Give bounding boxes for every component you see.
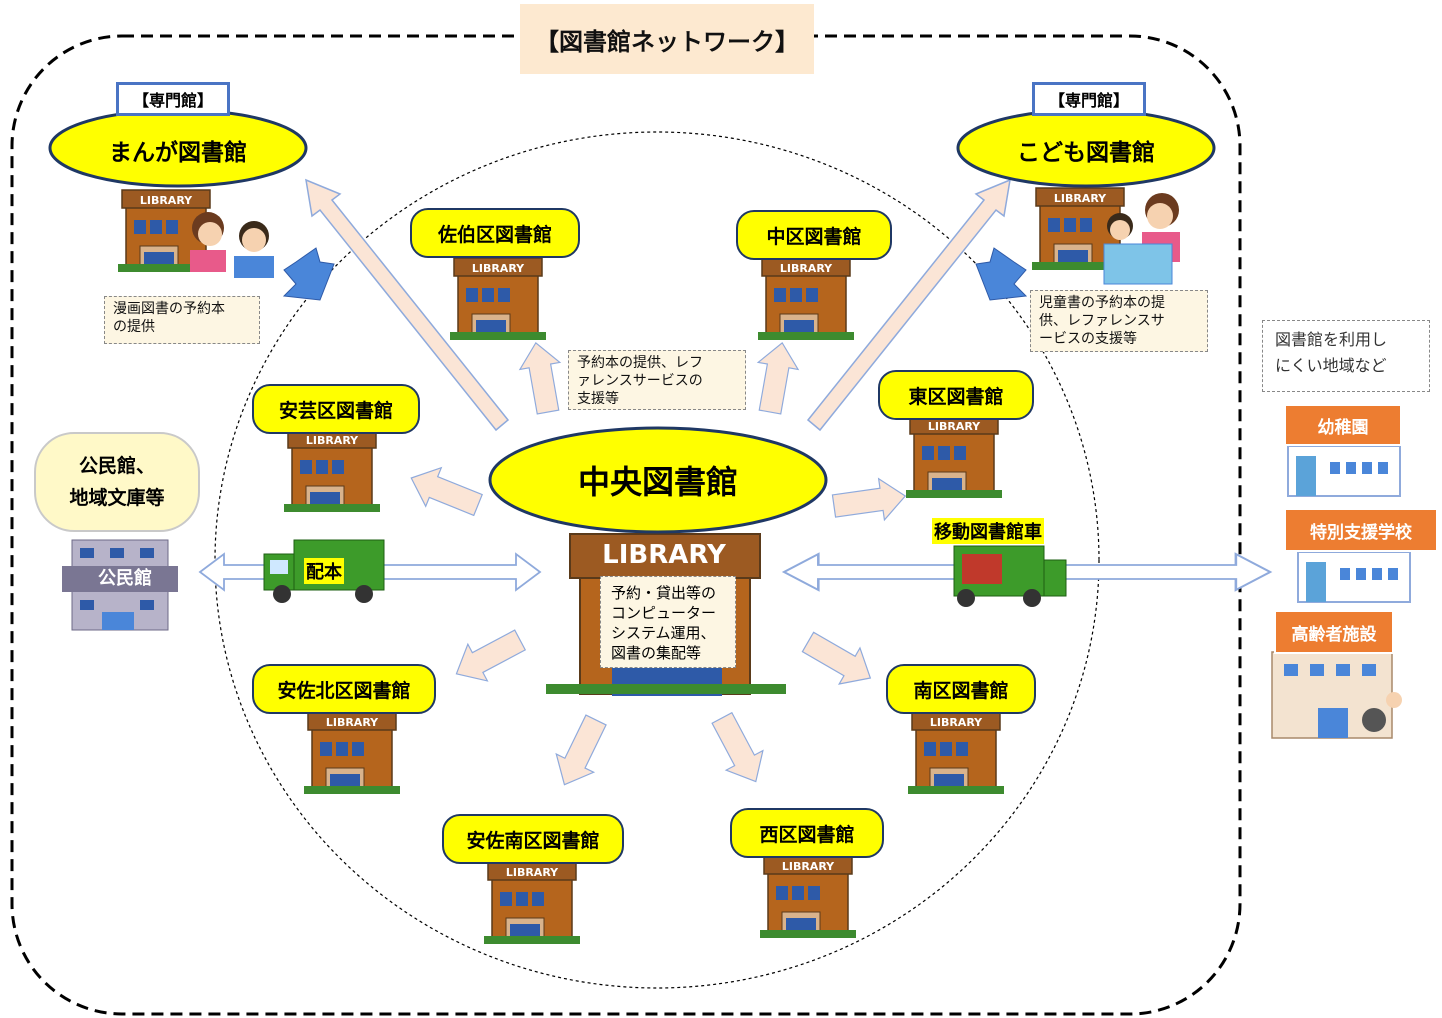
mobile-library-label: 移動図書館車 xyxy=(932,518,1044,544)
special-school-building xyxy=(1297,551,1411,603)
support-note: 予約本の提供、レフ ァレンスサービスの 支援等 xyxy=(568,350,746,410)
arrow-to-nishi xyxy=(703,707,775,792)
arrow-to-saeki xyxy=(515,338,569,417)
building-sign: LIBRARY xyxy=(326,716,379,729)
kodomo-library-name: こども図書館 xyxy=(1017,140,1155,166)
community-label: 公民館、 地域文庫等 xyxy=(34,432,200,532)
branch-saeki: 佐伯区図書館 xyxy=(410,208,580,258)
building-sign: LIBRARY xyxy=(140,194,193,207)
arrow-to-kodomo xyxy=(806,178,1011,432)
branch-minami: 南区図書館 xyxy=(886,664,1036,714)
blue-arrow-manga xyxy=(282,247,335,301)
facility-elderly: 高齢者施設 xyxy=(1274,610,1394,654)
manga-library-name: まんが図書館 xyxy=(109,140,247,166)
kodomo-note: 児童書の予約本の提 供、レファレンスサ ービスの支援等 xyxy=(1030,290,1208,352)
blue-arrow-kodomo xyxy=(975,247,1028,301)
delivery-label: 配本 xyxy=(304,558,344,584)
branch-aki: 安芸区図書館 xyxy=(252,384,420,434)
specialty-tag-kodomo: 【専門館】 xyxy=(1032,82,1146,116)
branch-nishi: 西区図書館 xyxy=(730,808,884,858)
building-sign: LIBRARY xyxy=(782,860,835,873)
arrow-to-higashi xyxy=(830,474,909,528)
building-sign: LIBRARY xyxy=(1054,192,1107,205)
kindergarten-building xyxy=(1287,445,1401,497)
branch-naka: 中区図書館 xyxy=(736,210,892,260)
arrow-to-minami xyxy=(796,623,882,697)
branch-higashi: 東区図書館 xyxy=(878,370,1034,420)
readers-manga-illustration xyxy=(190,212,274,278)
central-library-name: 中央図書館 xyxy=(577,463,738,501)
branch-asakita: 安佐北区図書館 xyxy=(252,664,436,714)
central-library-sign: LIBRARY xyxy=(602,540,726,570)
arrow-to-naka xyxy=(749,338,803,417)
building-sign: LIBRARY xyxy=(472,262,525,275)
elderly-facility-building xyxy=(1271,651,1402,739)
manga-note: 漫画図書の予約本 の提供 xyxy=(104,296,260,344)
central-role-note: 予約・貸出等の コンピューター システム運用、 図書の集配等 xyxy=(600,576,736,668)
arrow-to-manga xyxy=(305,178,510,432)
facility-special-school: 特別支援学校 xyxy=(1284,508,1438,552)
facility-kindergarten: 幼稚園 xyxy=(1284,404,1402,446)
building-sign: LIBRARY xyxy=(780,262,833,275)
arrow-to-asakita xyxy=(446,621,531,693)
building-sign: LIBRARY xyxy=(306,434,359,447)
building-sign: LIBRARY xyxy=(930,716,983,729)
central-library-ellipse xyxy=(488,426,828,534)
branch-asaminami: 安佐南区図書館 xyxy=(442,814,624,864)
diagram-title: 【図書館ネットワーク】 xyxy=(520,4,814,74)
specialty-tag-manga: 【専門館】 xyxy=(116,82,230,116)
outside-area-note: 図書館を利用し にくい地域など xyxy=(1262,320,1430,392)
readers-kodomo-illustration xyxy=(1103,193,1180,285)
building-sign: LIBRARY xyxy=(928,420,981,433)
community-center-building xyxy=(62,539,178,631)
arrow-to-aki xyxy=(402,458,487,525)
building-sign: LIBRARY xyxy=(506,866,559,879)
city-circle xyxy=(214,131,1100,989)
arrow-to-asaminami xyxy=(545,710,616,795)
mobile-library-van xyxy=(953,545,1067,607)
community-building-sign: 公民館 xyxy=(98,568,152,589)
